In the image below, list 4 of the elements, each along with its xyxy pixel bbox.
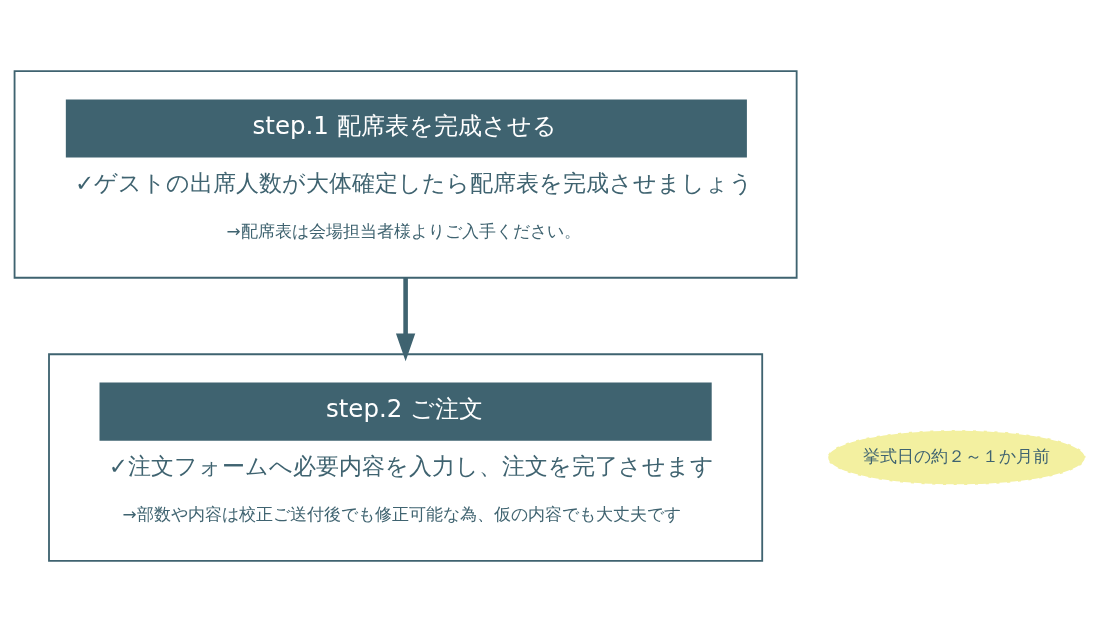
node-box: step.2 ご注文 ✓注文フォームへ必要内容を入力し、注文を完了させます →部数や内容は校正ご送付後でも修正可能な為、仮の内容でも大丈夫です — [48, 353, 764, 562]
node-ellipse: 挙式日の約２～１か月前 — [826, 429, 1087, 486]
arrow — [395, 277, 416, 362]
node-box: step.1 配席表を完成させる ✓ゲストの出席人数が大体確定したら配席表を完成させましょう →配席表は会場担当者様よりご入手ください。 — [13, 70, 798, 279]
